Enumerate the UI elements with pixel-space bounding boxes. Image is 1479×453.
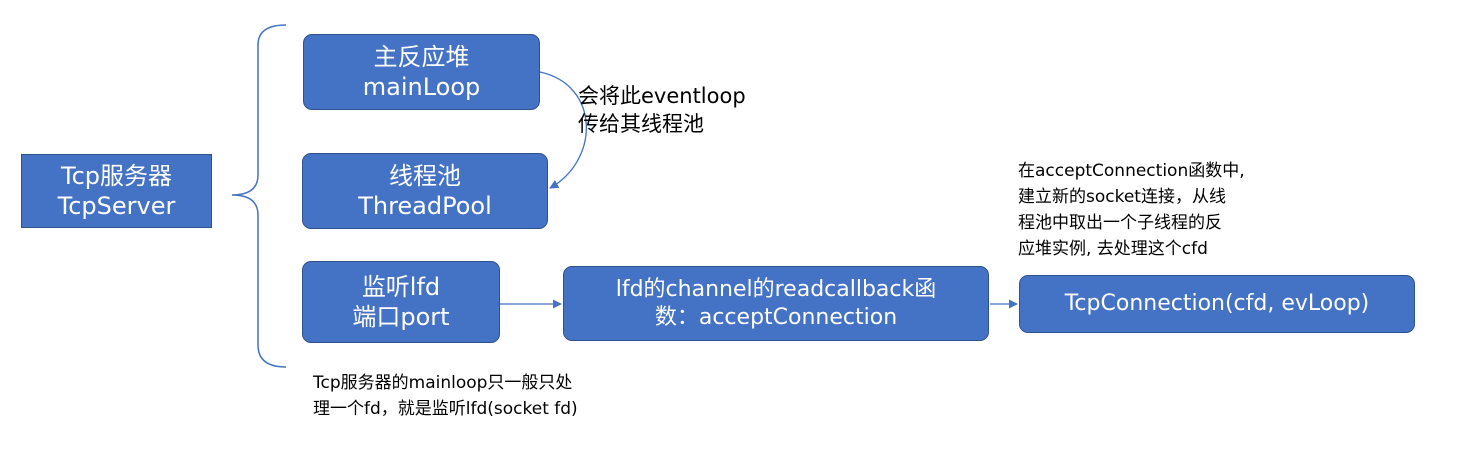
accept-connection-note-line3: 程池中取出一个子线程的反 [1018,213,1222,233]
tcp-server-label-cn: Tcp服务器 [60,162,172,190]
listen-fd-box: 监听lfd 端口port [302,261,500,343]
thread-pool-box: 线程池 ThreadPool [302,153,548,229]
tcp-server-label-en: TcpServer [57,192,176,220]
mainloop-to-threadpool-arrow [539,71,587,189]
main-loop-label-en: mainLoop [362,73,481,101]
pass-eventloop-note: 会将此eventloop 传给其线程池 [578,82,746,138]
tcp-server-box: Tcp服务器 TcpServer [21,154,212,228]
mainloop-fd-note-line2: 理一个fd，就是监听lfd(socket fd) [313,399,578,419]
accept-connection-note: 在acceptConnection函数中, 建立新的socket连接，从线 程池… [1018,158,1245,262]
channel-callback-box: lfd的channel的readcallback函 数：acceptConnec… [563,266,989,341]
tcp-connection-box: TcpConnection(cfd, evLoop) [1019,275,1415,333]
thread-pool-label-cn: 线程池 [389,162,461,190]
pass-eventloop-note-line1: 会将此eventloop [578,84,746,108]
listen-fd-label-line1: 监听lfd [361,273,441,301]
main-loop-box: 主反应堆 mainLoop [303,34,540,110]
channel-callback-label-line1: lfd的channel的readcallback函 [615,277,937,302]
pass-eventloop-note-line2: 传给其线程池 [578,112,704,136]
listen-fd-label-line2: 端口port [352,303,450,331]
main-loop-label-cn: 主反应堆 [373,43,470,71]
channel-callback-label-line2: 数：acceptConnection [654,304,898,330]
thread-pool-label-en: ThreadPool [358,192,492,220]
tcp-connection-label: TcpConnection(cfd, evLoop) [1064,291,1370,317]
accept-connection-note-line1: 在acceptConnection函数中, [1018,161,1245,181]
accept-connection-note-line2: 建立新的socket连接，从线 [1018,187,1226,207]
mainloop-fd-note: Tcp服务器的mainloop只一般只处 理一个fd，就是监听lfd(socke… [313,370,578,422]
mainloop-fd-note-line1: Tcp服务器的mainloop只一般只处 [313,373,573,393]
tcpserver-brace [231,24,287,368]
accept-connection-note-line4: 应堆实例, 去处理这个cfd [1018,239,1208,259]
